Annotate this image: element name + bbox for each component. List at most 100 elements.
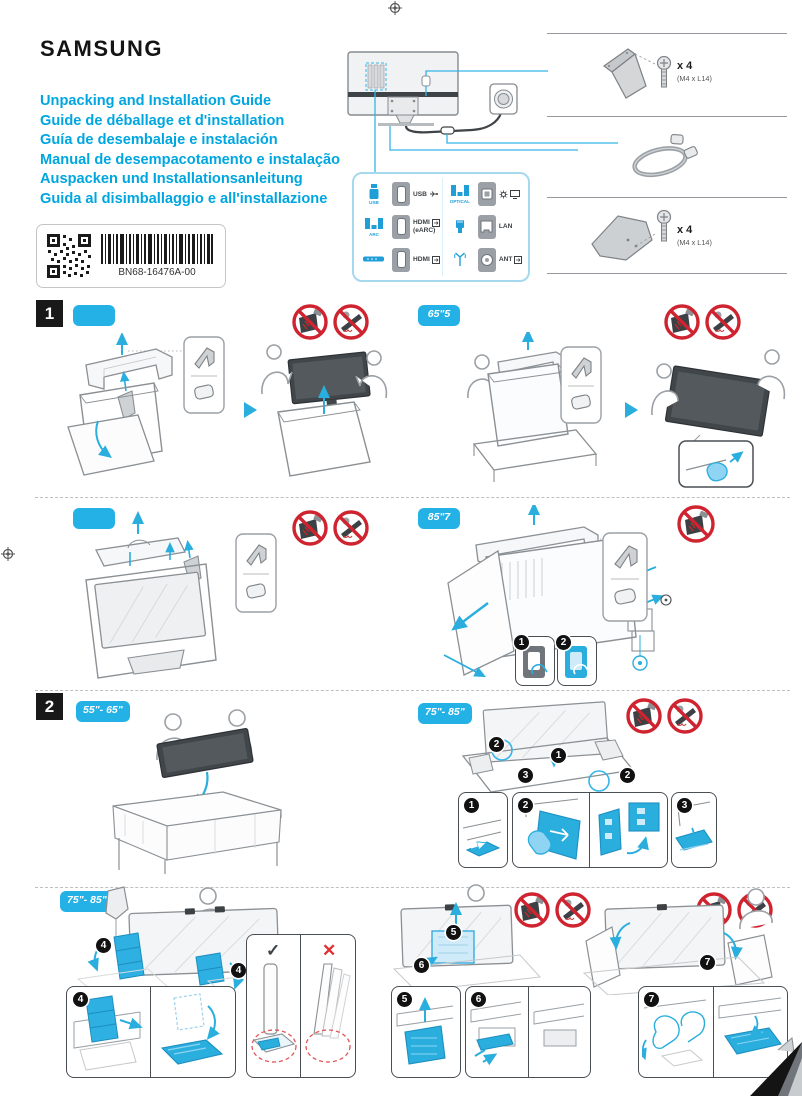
step-1-box: 1 <box>36 300 63 327</box>
hdmi-port <box>392 247 410 272</box>
samsung-logo: SAMSUNG <box>40 36 163 61</box>
title-en: Unpacking and Installation Guide <box>40 93 272 109</box>
screw-icon <box>656 210 672 242</box>
screw-icon <box>656 56 672 88</box>
no-cutter-icon <box>292 510 328 546</box>
title-es: Guía de desembalaje e instalación <box>40 132 278 149</box>
usb-symbol-icon <box>429 191 438 198</box>
size-badge-85: 85"7 <box>418 508 460 529</box>
no-cutter-icon <box>677 505 715 543</box>
no-press-icon <box>705 304 741 340</box>
remove-side-foams-illustration <box>76 886 288 993</box>
next-arrow-icon <box>625 402 638 418</box>
gear-icon <box>499 190 508 199</box>
detail-1-art <box>462 819 502 857</box>
usb-port <box>392 182 410 207</box>
size-badge-blank <box>73 305 115 326</box>
remove-back-cover-illustration <box>392 884 542 992</box>
hdmi-in-icon <box>431 255 440 264</box>
fold-wrap-sheet-illustration <box>582 888 773 995</box>
port-row-usb: USB USB <box>357 178 443 211</box>
detail-6-right-art <box>533 1003 585 1047</box>
port-label: ANT <box>498 255 513 263</box>
qr-code <box>46 233 92 279</box>
callout-7: 7 <box>644 992 659 1007</box>
next-arrow-icon <box>244 402 257 418</box>
title-block: Unpacking and Installation Guide Guide d… <box>40 92 340 210</box>
unbox-step-lift-foam-illustration <box>67 333 182 476</box>
two-people-carry-tv-illustration <box>651 349 786 448</box>
detail-6-left-art <box>470 1001 522 1074</box>
port-row-hdmi-earc: ARC HDMI (eARC) <box>357 210 443 244</box>
callout-5: 5 <box>397 992 412 1007</box>
optical-port <box>477 182 496 207</box>
size-badge-75-85: 75"- 85" <box>418 703 472 724</box>
panel-divider <box>528 987 529 1077</box>
callout-2: 2 <box>620 768 635 783</box>
hand-in-handle-2 <box>565 646 590 678</box>
unbox-tv-in-box-illustration <box>85 511 217 679</box>
callout-1: 1 <box>464 798 479 813</box>
antenna-icon <box>454 252 466 266</box>
section-divider <box>35 887 790 888</box>
no-press-icon <box>667 698 703 734</box>
detail-5-art <box>396 997 454 1065</box>
registration-mark-icon <box>1 547 15 561</box>
device-label: ARC <box>369 231 379 237</box>
cross-mark: ✕ <box>322 941 337 960</box>
barcode-card: BN68-16476A-00 <box>36 224 226 288</box>
registration-mark-icon <box>388 1 402 15</box>
soundbar-icon <box>363 256 384 262</box>
speakers-arc-icon <box>365 217 383 229</box>
port-label: USB <box>413 190 427 198</box>
hdmi-earc-port <box>392 214 410 239</box>
tv-back-diagram <box>347 51 618 172</box>
title-de: Auspacken und Installationsanleitung <box>40 171 303 188</box>
stand-base-spec: (M4 x L14) <box>677 238 712 247</box>
callout-lines <box>374 70 618 172</box>
usb-drive-icon <box>369 183 379 199</box>
rj45-jack <box>480 220 493 233</box>
no-cutter-icon <box>514 892 550 928</box>
detail-7-right-art <box>718 997 782 1055</box>
callout-2: 2 <box>518 798 533 813</box>
title-it: Guida al disimballaggio e all'installazi… <box>40 190 328 207</box>
port-row-optical: OPTICAL <box>443 178 525 211</box>
section-divider <box>35 497 790 498</box>
foam-parts-card <box>183 336 225 414</box>
title-fr: Guide de déballage et d'installation <box>40 112 285 129</box>
check-mark: ✓ <box>266 941 281 960</box>
panel-divider <box>300 935 301 1077</box>
page-turn-corner-icon <box>750 1037 802 1096</box>
foam-parts-card <box>602 532 648 622</box>
step-2-box: 2 <box>36 693 63 720</box>
divider <box>547 273 787 274</box>
foam-parts-card <box>235 533 277 613</box>
callout-4: 4 <box>73 992 88 1007</box>
device-label: OPTICAL <box>449 199 470 205</box>
barcode-number: BN68-16476A-00 <box>118 267 196 278</box>
stand-base-illustration <box>591 215 656 261</box>
no-cutter-icon <box>626 698 662 734</box>
tv-in-bottom-tray-illustration <box>461 701 635 793</box>
callout-6: 6 <box>471 992 486 1007</box>
ant-port <box>477 247 496 272</box>
place-tv-on-table-illustration <box>112 709 282 874</box>
size-badge-75-85: 75"- 85" <box>60 891 114 912</box>
incorrect-base-art <box>305 963 351 1063</box>
detail-7-left-art <box>642 999 707 1067</box>
divider <box>547 197 787 198</box>
stand-neck-illustration <box>602 48 656 99</box>
lan-port <box>477 214 496 239</box>
stand-neck-spec: (M4 x L14) <box>677 74 712 83</box>
stand-neck-qty: x 4 <box>677 60 693 72</box>
callout-4: 4 <box>96 938 111 953</box>
port-row-hdmi: HDMI <box>357 243 443 276</box>
barcode <box>101 234 213 264</box>
device-label: USB <box>369 199 379 205</box>
section-divider <box>35 690 790 691</box>
ant-in-icon <box>514 255 523 264</box>
port-label: LAN <box>498 223 513 231</box>
no-press-icon <box>555 892 591 928</box>
